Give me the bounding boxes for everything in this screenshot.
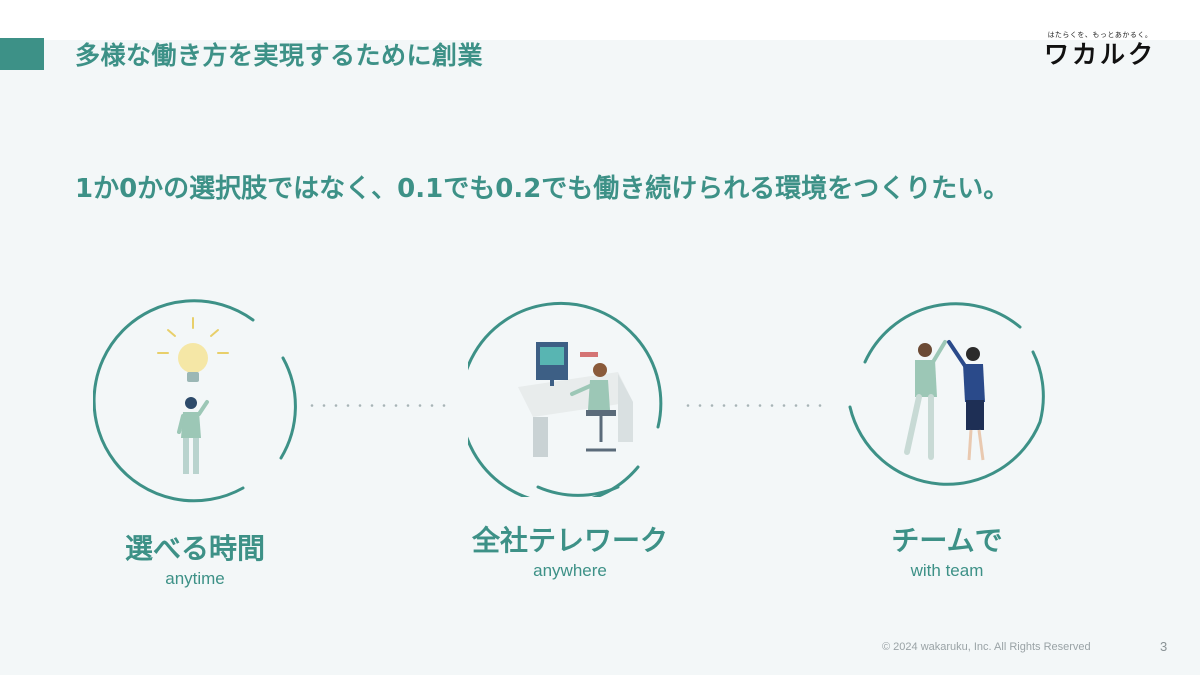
brand-logo: はたらくを、もっとあかるく。 ワカルク: [1040, 30, 1160, 70]
copyright-footer: © 2024 wakaruku, Inc. All Rights Reserve…: [882, 641, 1091, 653]
header-accent-block: [0, 38, 44, 70]
feature-anytime: 選べる時間 anytime: [75, 298, 315, 589]
feature-title: チームで: [891, 524, 1003, 557]
feature-subtitle: with team: [910, 561, 984, 580]
logo-tagline: はたらくを、もっとあかるく。: [1047, 31, 1153, 39]
feature-title: 全社テレワーク: [471, 524, 668, 557]
lightbulb-person-illustration: [92, 299, 297, 503]
feature-subtitle: anytime: [165, 569, 225, 588]
connector-dots: [686, 404, 822, 407]
feature-with-team: チームで with team: [827, 292, 1067, 581]
page-number: 3: [1160, 639, 1168, 654]
logo-wordmark: ワカルク: [1043, 40, 1156, 69]
page-title: 多様な働き方を実現するために創業: [75, 41, 484, 70]
desk-worker-illustration: [458, 301, 662, 505]
high-five-illustration: [848, 302, 1045, 486]
lead-statement: 1か0かの選択肢ではなく、0.1でも0.2でも働き続けられる環境をつくりたい。: [75, 174, 1010, 204]
feature-subtitle: anywhere: [533, 561, 607, 580]
top-band: [0, 0, 1200, 40]
feature-anywhere: 全社テレワーク anywhere: [450, 292, 690, 581]
connector-dots: [310, 404, 446, 407]
feature-title: 選べる時間: [124, 532, 265, 565]
